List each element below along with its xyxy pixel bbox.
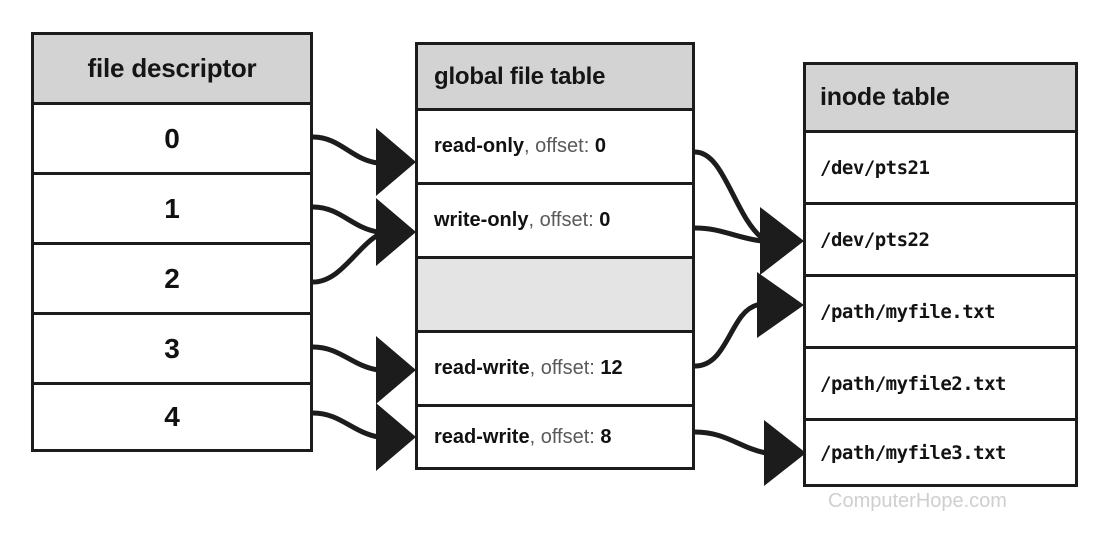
global-file-table: global file table read-only, offset: 0 w… <box>415 42 695 470</box>
connector-fd1-to-writeonly <box>310 204 381 235</box>
gft-offset-value-1: 0 <box>599 209 611 231</box>
gft-mode-0: read-only <box>434 135 525 157</box>
file-descriptor-table: file descriptor 0 1 2 3 4 <box>31 32 313 452</box>
gft-entry-3: read-write, offset: 12 <box>434 357 623 380</box>
arrowhead-to-readonly <box>376 128 416 196</box>
inode-table-header: inode table <box>806 65 1075 133</box>
gft-offset-label-3: offset: <box>540 357 601 379</box>
fd-value-4: 4 <box>164 401 180 432</box>
fd-row-1[interactable]: 1 <box>34 175 310 245</box>
fd-value-3: 3 <box>164 332 180 364</box>
gft-entry-0: read-only, offset: 0 <box>434 135 606 158</box>
fd-row-4[interactable]: 4 <box>34 385 310 449</box>
gft-row-read-only[interactable]: read-only, offset: 0 <box>418 111 692 185</box>
gft-sep-3: , <box>529 357 541 379</box>
inode-path-3: /path/myfile2.txt <box>820 372 1006 395</box>
gft-row-read-write-8[interactable]: read-write, offset: 8 <box>418 407 692 467</box>
inode-path-1: /dev/pts22 <box>820 228 930 251</box>
fd-table-header: file descriptor <box>34 35 310 105</box>
gft-mode-4: read-write <box>434 425 530 448</box>
fd-value-1: 1 <box>164 192 180 224</box>
gft-offset-label-1: offset: <box>539 209 600 231</box>
connector-fd3-to-readwrite12 <box>310 344 381 373</box>
connector-fd0-to-readonly <box>310 134 381 166</box>
gft-table-header-label: global file table <box>434 62 606 90</box>
arrowhead-to-myfile <box>757 272 804 338</box>
arrowhead-to-myfile3 <box>764 420 806 486</box>
inode-row-2[interactable]: /path/myfile.txt <box>806 277 1075 349</box>
fd-row-2[interactable]: 2 <box>34 245 310 315</box>
gft-mode-1: write-only <box>434 209 529 231</box>
inode-path-2: /path/myfile.txt <box>820 300 996 323</box>
gft-sep-1: , <box>528 209 540 231</box>
watermark-computerhope: ComputerHope.com <box>828 490 1007 512</box>
connector-readwrite8-to-myfile3 <box>692 429 769 456</box>
gft-offset-label-4: offset: <box>540 425 601 448</box>
inode-row-1[interactable]: /dev/pts22 <box>806 205 1075 277</box>
gft-offset-value-3: 12 <box>600 357 623 379</box>
arrowhead-to-pts22 <box>760 207 804 275</box>
inode-path-4: /path/myfile3.txt <box>820 441 1006 464</box>
gft-row-empty[interactable] <box>418 259 692 333</box>
arrowhead-to-writeonly <box>376 198 416 266</box>
gft-sep-0: , <box>524 135 536 157</box>
gft-offset-value-4: 8 <box>600 425 612 448</box>
gft-mode-3: read-write <box>434 357 530 379</box>
inode-path-0: /dev/pts21 <box>820 156 930 179</box>
arrowhead-to-readwrite12 <box>376 336 416 404</box>
gft-sep-4: , <box>529 425 541 448</box>
gft-offset-label-0: offset: <box>535 135 595 157</box>
fd-value-2: 2 <box>164 262 180 294</box>
fd-value-0: 0 <box>164 122 180 154</box>
connector-writeonly-to-pts22 <box>692 225 765 244</box>
connector-fd2-to-writeonly <box>310 232 381 285</box>
gft-table-header: global file table <box>418 45 692 111</box>
inode-table: inode table /dev/pts21 /dev/pts22 /path/… <box>803 62 1078 487</box>
connector-readonly-to-pts22 <box>692 149 765 241</box>
inode-row-0[interactable]: /dev/pts21 <box>806 133 1075 205</box>
connector-fd4-to-readwrite8 <box>310 410 381 440</box>
gft-row-write-only[interactable]: write-only, offset: 0 <box>418 185 692 259</box>
gft-entry-1: write-only, offset: 0 <box>434 209 610 232</box>
gft-offset-value-0: 0 <box>594 135 606 157</box>
fd-row-0[interactable]: 0 <box>34 105 310 175</box>
fd-row-3[interactable]: 3 <box>34 315 310 385</box>
fd-table-header-label: file descriptor <box>87 53 257 83</box>
connector-readwrite12-to-myfile <box>692 302 760 369</box>
inode-row-4[interactable]: /path/myfile3.txt <box>806 421 1075 484</box>
gft-row-read-write-12[interactable]: read-write, offset: 12 <box>418 333 692 407</box>
inode-table-header-label: inode table <box>820 83 950 111</box>
gft-entry-4: read-write, offset: 8 <box>434 426 612 449</box>
arrowhead-to-readwrite8 <box>376 403 416 471</box>
inode-row-3[interactable]: /path/myfile2.txt <box>806 349 1075 421</box>
